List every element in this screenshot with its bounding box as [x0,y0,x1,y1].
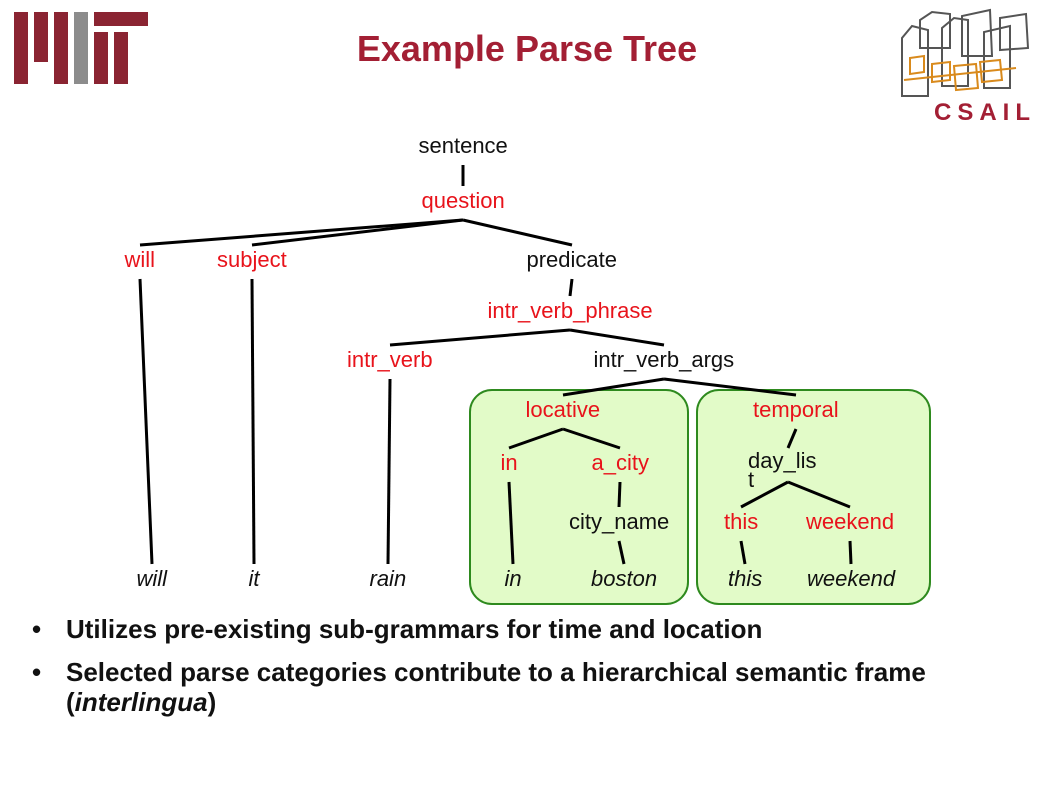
tree-edges [138,165,853,565]
tree-edge-intr-verb-to-w-rain [386,378,392,565]
bullet-item-1: • Utilizes pre-existing sub-grammars for… [32,614,1032,645]
tree-node-w-weekend: weekend [807,566,896,591]
interlingua-term: interlingua [74,687,208,718]
tree-edge-this-cat-to-w-this [739,540,747,565]
tree-edge-day-list-to-this-cat [740,480,789,509]
bullet-list: • Utilizes pre-existing sub-grammars for… [32,614,1032,730]
tree-edge-day-list-to-weekend-cat [787,480,851,509]
tree-edge-locative-to-a-city [562,427,621,450]
temporal-highlight-box [696,389,931,605]
tree-node-w-this: this [728,566,763,591]
tree-edge-intr-verb-args-to-locative [562,377,665,397]
tree-node-will: will [124,247,156,272]
tree-edge-temporal-to-day-list [786,428,798,449]
tree-node-this-cat: this [724,509,759,534]
tree-node-w-in: in [504,566,522,591]
tree-edge-locative-to-in-cat [508,427,564,450]
tree-node-in-cat: in [500,450,518,475]
tree-edge-predicate-to-intr-verb-phrase [568,278,574,297]
tree-edge-intr-verb-args-to-temporal [663,377,797,397]
tree-node-intr-verb: intr_verb [347,347,433,372]
tree-node-w-it: it [248,566,260,591]
tree-node-question: question [421,188,505,213]
bullet-item-2: • Selected parse categories contribute t… [32,657,1032,718]
tree-edge-intr-verb-phrase-to-intr-verb [389,328,571,347]
tree-edge-question-to-predicate [462,218,573,247]
tree-edge-question-to-will [139,218,464,247]
bullet-dot: • [32,614,42,644]
bullet-text-2: Selected parse categories contribute to … [66,656,926,718]
csail-logo-text: CSAIL [934,99,1036,126]
bullet-text-1: Utilizes pre-existing sub-grammars for t… [66,614,763,644]
slide-title: Example Parse Tree [356,28,698,69]
mit-logo [14,12,148,84]
csail-logo: CSAIL [901,8,1036,126]
tree-edge-intr-verb-phrase-to-intr-verb-args [569,328,665,347]
tree-node-intr-verb-args: intr_verb_args [593,347,735,372]
tree-node-subject: subject [217,247,287,272]
tree-node-predicate: predicate [526,247,618,272]
tree-node-weekend-cat: weekend [806,509,895,534]
tree-node-sentence: sentence [418,133,508,158]
parse-tree-diagram [138,165,931,605]
tree-node-w-boston: boston [591,566,658,591]
tree-edge-question-to-subject [251,218,464,247]
tree-node-w-will: will [136,566,168,591]
tree-node-a-city: a_city [591,450,649,475]
tree-node-day-list: day_lis t [748,448,817,492]
tree-edge-will-to-w-will [138,278,154,565]
tree-edge-weekend-cat-to-w-weekend [848,540,853,565]
tree-edge-subject-to-w-it [250,278,256,565]
tree-edge-in-cat-to-w-in [507,481,515,565]
bullet-text-2-end: ) [207,687,217,718]
tree-edge-city-name-to-w-boston [617,540,626,565]
bullet-dot: • [32,656,42,687]
tree-node-city-name: city_name [569,509,670,534]
tree-node-w-rain: rain [369,566,407,591]
tree-node-intr-verb-phrase: intr_verb_phrase [487,298,653,323]
tree-node-locative: locative [525,397,601,422]
tree-edge-a-city-to-city-name [617,481,622,508]
tree-node-temporal: temporal [753,397,839,422]
